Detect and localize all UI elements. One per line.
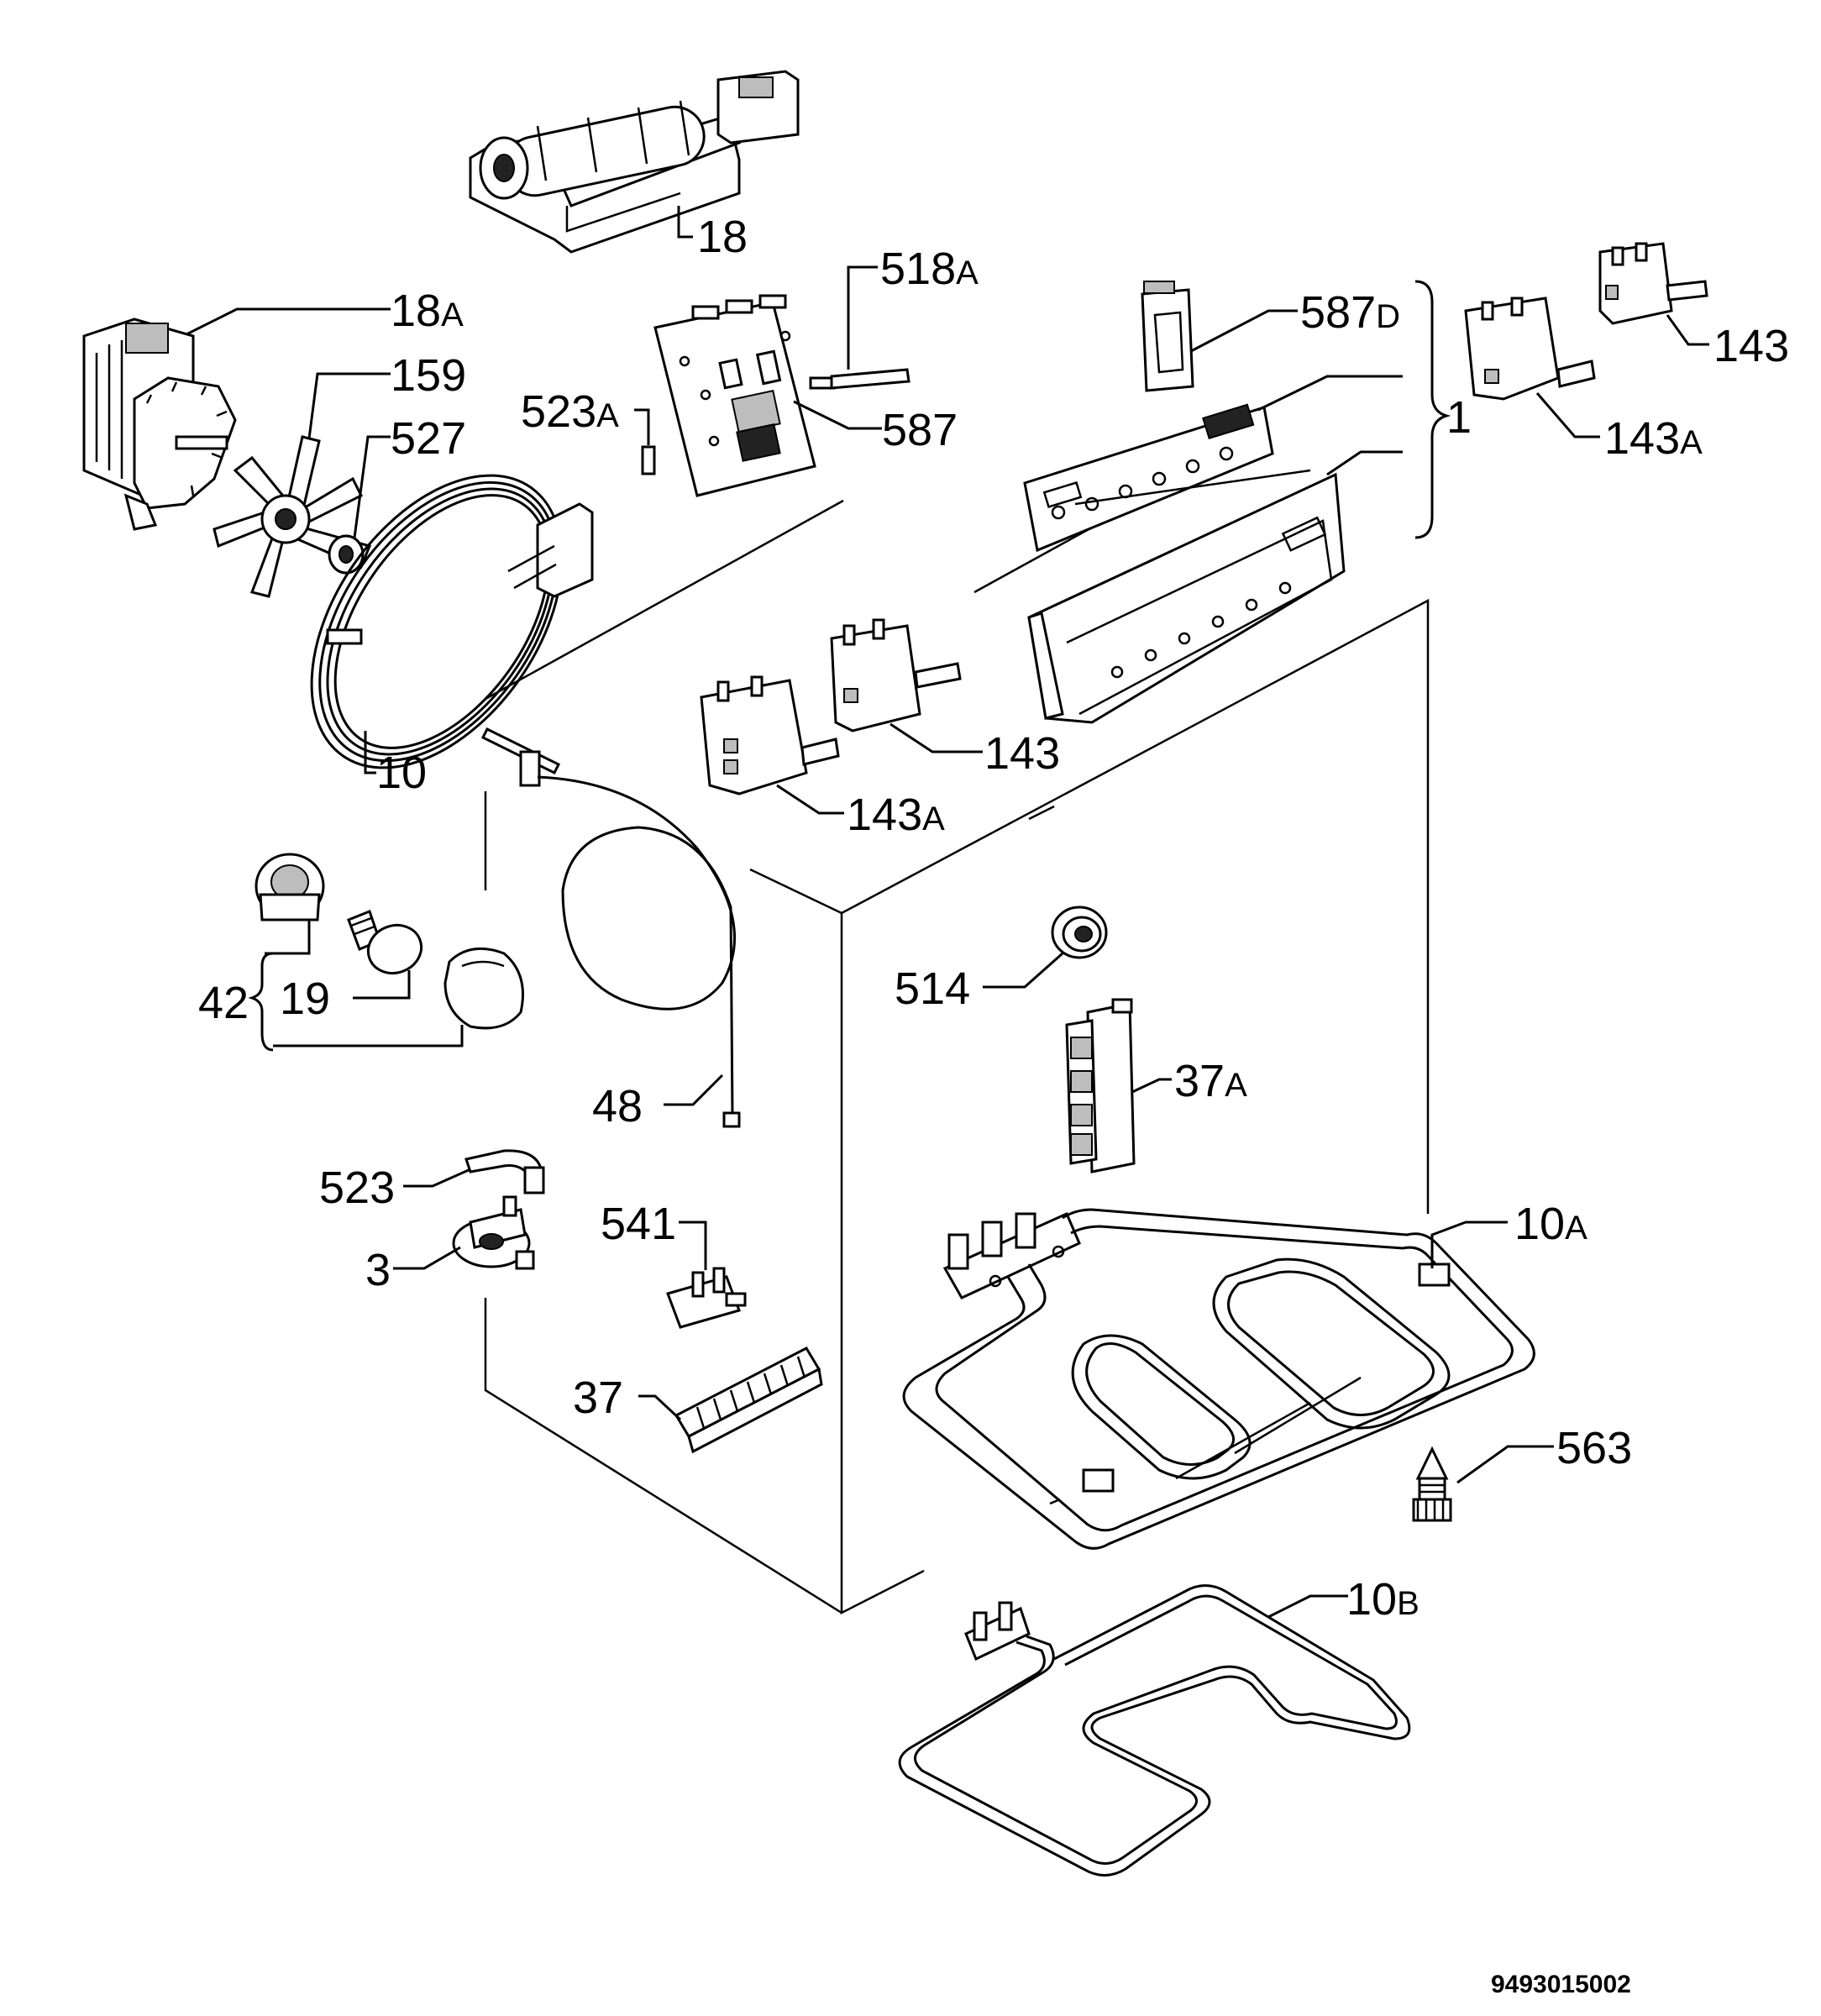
oven-cabinet-outline: [484, 499, 1430, 1615]
switch-143A-top-part: [1464, 297, 1596, 401]
control-board-part: [1023, 403, 1274, 553]
switch-143-top-part: [1598, 242, 1708, 325]
terminal-strip-part: [674, 1347, 823, 1454]
label-19: 19: [280, 974, 330, 1024]
label-10A: 10A: [1514, 1199, 1587, 1249]
control-panel-housing-part: [1027, 469, 1346, 724]
fan-motor-part: [82, 318, 237, 531]
leader-523A: [634, 408, 650, 445]
label-10B: 10B: [1346, 1574, 1420, 1625]
lamp-holder-part: [255, 853, 325, 921]
label-159: 159: [391, 350, 466, 401]
leader-18: [677, 206, 693, 239]
label-143-mid: 143: [984, 728, 1060, 779]
leader-1a: [1257, 375, 1403, 412]
grommet-part: [1051, 906, 1108, 959]
label-143A-mid: 143A: [847, 790, 945, 840]
label-523A: 523A: [521, 386, 619, 437]
leader-159: [307, 372, 391, 439]
bracket-1: [1414, 280, 1451, 539]
label-563: 563: [1556, 1423, 1632, 1473]
label-42: 42: [198, 978, 249, 1028]
leader-10A: [1430, 1221, 1508, 1268]
display-module-part: [1141, 281, 1194, 392]
leader-10: [364, 731, 376, 774]
leader-587: [793, 400, 882, 430]
thermostat-capillary-part: [480, 727, 741, 1128]
label-514: 514: [895, 963, 970, 1014]
clip-part: [464, 1149, 545, 1194]
terminal-block-vertical-part: [1065, 998, 1136, 1173]
leader-143-top: [1666, 314, 1709, 346]
switch-143A-mid-part: [700, 675, 840, 795]
adjustable-foot-part: [1412, 1446, 1452, 1522]
thermal-cutout-part: [452, 1195, 535, 1270]
leader-587D: [1190, 309, 1298, 353]
label-18: 18: [697, 212, 748, 262]
connector-cable-part: [809, 368, 910, 390]
leader-10B: [1267, 1594, 1348, 1619]
leader-563: [1456, 1445, 1554, 1484]
label-3: 3: [365, 1245, 391, 1295]
leader-541: [679, 1221, 707, 1270]
leader-19: [353, 970, 411, 1000]
bottom-heating-element-part: [898, 1584, 1411, 1877]
label-37: 37: [573, 1373, 623, 1423]
label-143A-top: 143A: [1604, 413, 1703, 464]
main-circuit-board-part: [653, 294, 816, 497]
circular-heating-element-part: [310, 474, 594, 769]
label-10: 10: [376, 748, 427, 798]
leader-18A: [186, 307, 391, 336]
lamp-cover-part: [443, 947, 524, 1030]
label-18A: 18A: [391, 286, 464, 336]
leader-3: [393, 1246, 461, 1270]
leader-1b: [1326, 450, 1403, 476]
label-48: 48: [592, 1081, 643, 1131]
label-143-top: 143: [1713, 321, 1789, 371]
label-518A: 518A: [880, 244, 979, 294]
fan-blade-part: [213, 435, 372, 598]
leader-527: [353, 435, 391, 538]
leader-143A-top: [1535, 392, 1600, 438]
switch-143-mid-part: [830, 618, 962, 732]
label-587D: 587D: [1300, 287, 1400, 338]
label-37A: 37A: [1174, 1056, 1247, 1106]
leader-37A: [1131, 1078, 1172, 1094]
label-541: 541: [601, 1199, 676, 1249]
leader-42-holder: [265, 920, 311, 955]
label-1: 1: [1446, 392, 1472, 443]
leader-514: [983, 952, 1063, 989]
leader-42-cover: [273, 1025, 464, 1047]
leader-143-mid: [890, 722, 983, 753]
small-connector-part: [641, 445, 656, 475]
tangential-fan-part: [469, 70, 800, 254]
leader-37: [638, 1394, 682, 1421]
label-523: 523: [319, 1163, 395, 1213]
lamp-bulb-part: [347, 910, 423, 974]
label-527: 527: [391, 413, 466, 464]
leader-523: [403, 1168, 471, 1188]
grill-heating-element-part: [902, 1208, 1535, 1550]
leader-518A: [847, 265, 878, 370]
leader-143A-mid: [776, 784, 844, 815]
leader-48: [664, 1074, 724, 1106]
drawing-code: 9493015002: [1491, 1971, 1631, 1998]
label-587: 587: [882, 405, 958, 455]
bracket-42: [248, 952, 274, 1052]
small-terminal-part: [666, 1267, 747, 1329]
nut-part: [328, 534, 365, 575]
